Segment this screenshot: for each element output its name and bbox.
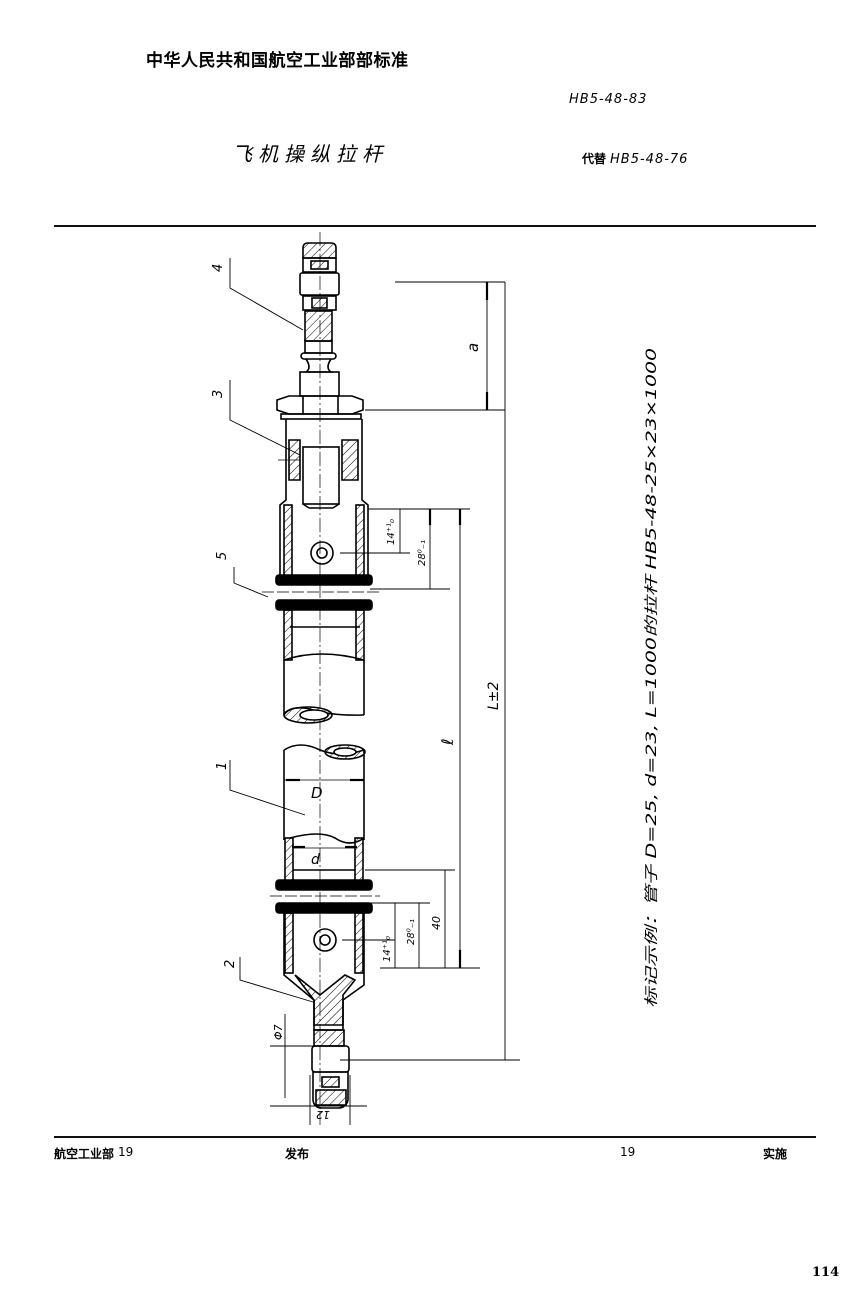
- part-label-2: 2: [223, 960, 238, 968]
- header-divider: [54, 225, 816, 227]
- dim-14-bottom: 14⁺¹₀: [382, 936, 393, 962]
- dim-12: 12: [316, 1108, 330, 1121]
- standard-title: 中华人民共和国航空工业部部标准: [146, 51, 409, 71]
- tube-lower: [283, 744, 366, 844]
- part-label-3: 3: [211, 390, 226, 398]
- rod-end-top: [276, 242, 364, 420]
- dim-L: L±2: [486, 681, 502, 710]
- issuer: 航空工业部: [54, 1147, 115, 1161]
- page-number: 114: [812, 1265, 840, 1280]
- marking-example: 标记示例：管子 D=25, d=23, L=1000的拉杆 HB5-48-25×…: [644, 348, 660, 1008]
- dim-d: d: [311, 852, 320, 868]
- dim-28-bottom: 28⁰₋₁: [406, 919, 417, 945]
- dim-14-top: 14⁺¹₀: [386, 519, 397, 545]
- part-label-5: 5: [215, 552, 230, 560]
- document-title: 飞机操纵拉杆: [232, 142, 388, 166]
- dim-40: 40: [430, 916, 443, 930]
- implementation-label: 实施: [763, 1147, 788, 1161]
- dim-D: D: [311, 784, 323, 802]
- dim-phi7: Φ7: [272, 1024, 285, 1040]
- dim-28-top: 28⁰₋₁: [417, 540, 428, 566]
- issue-label: 发布: [285, 1147, 310, 1161]
- implementation-year: 19: [620, 1145, 636, 1159]
- issue-year: 19: [118, 1145, 134, 1159]
- dim-a: a: [464, 343, 482, 352]
- replaces-number: HB5-48-76: [610, 152, 689, 167]
- replaces-label: 代替: [582, 152, 607, 166]
- dim-l: ℓ: [438, 738, 457, 746]
- tube-upper: [283, 660, 365, 724]
- fork-top: [262, 419, 380, 661]
- standard-number: HB5-48-83: [569, 92, 648, 107]
- part-label-1: 1: [215, 762, 230, 770]
- fork-bottom: [270, 837, 380, 1109]
- part-label-4: 4: [211, 264, 226, 272]
- footer-divider: [54, 1136, 816, 1138]
